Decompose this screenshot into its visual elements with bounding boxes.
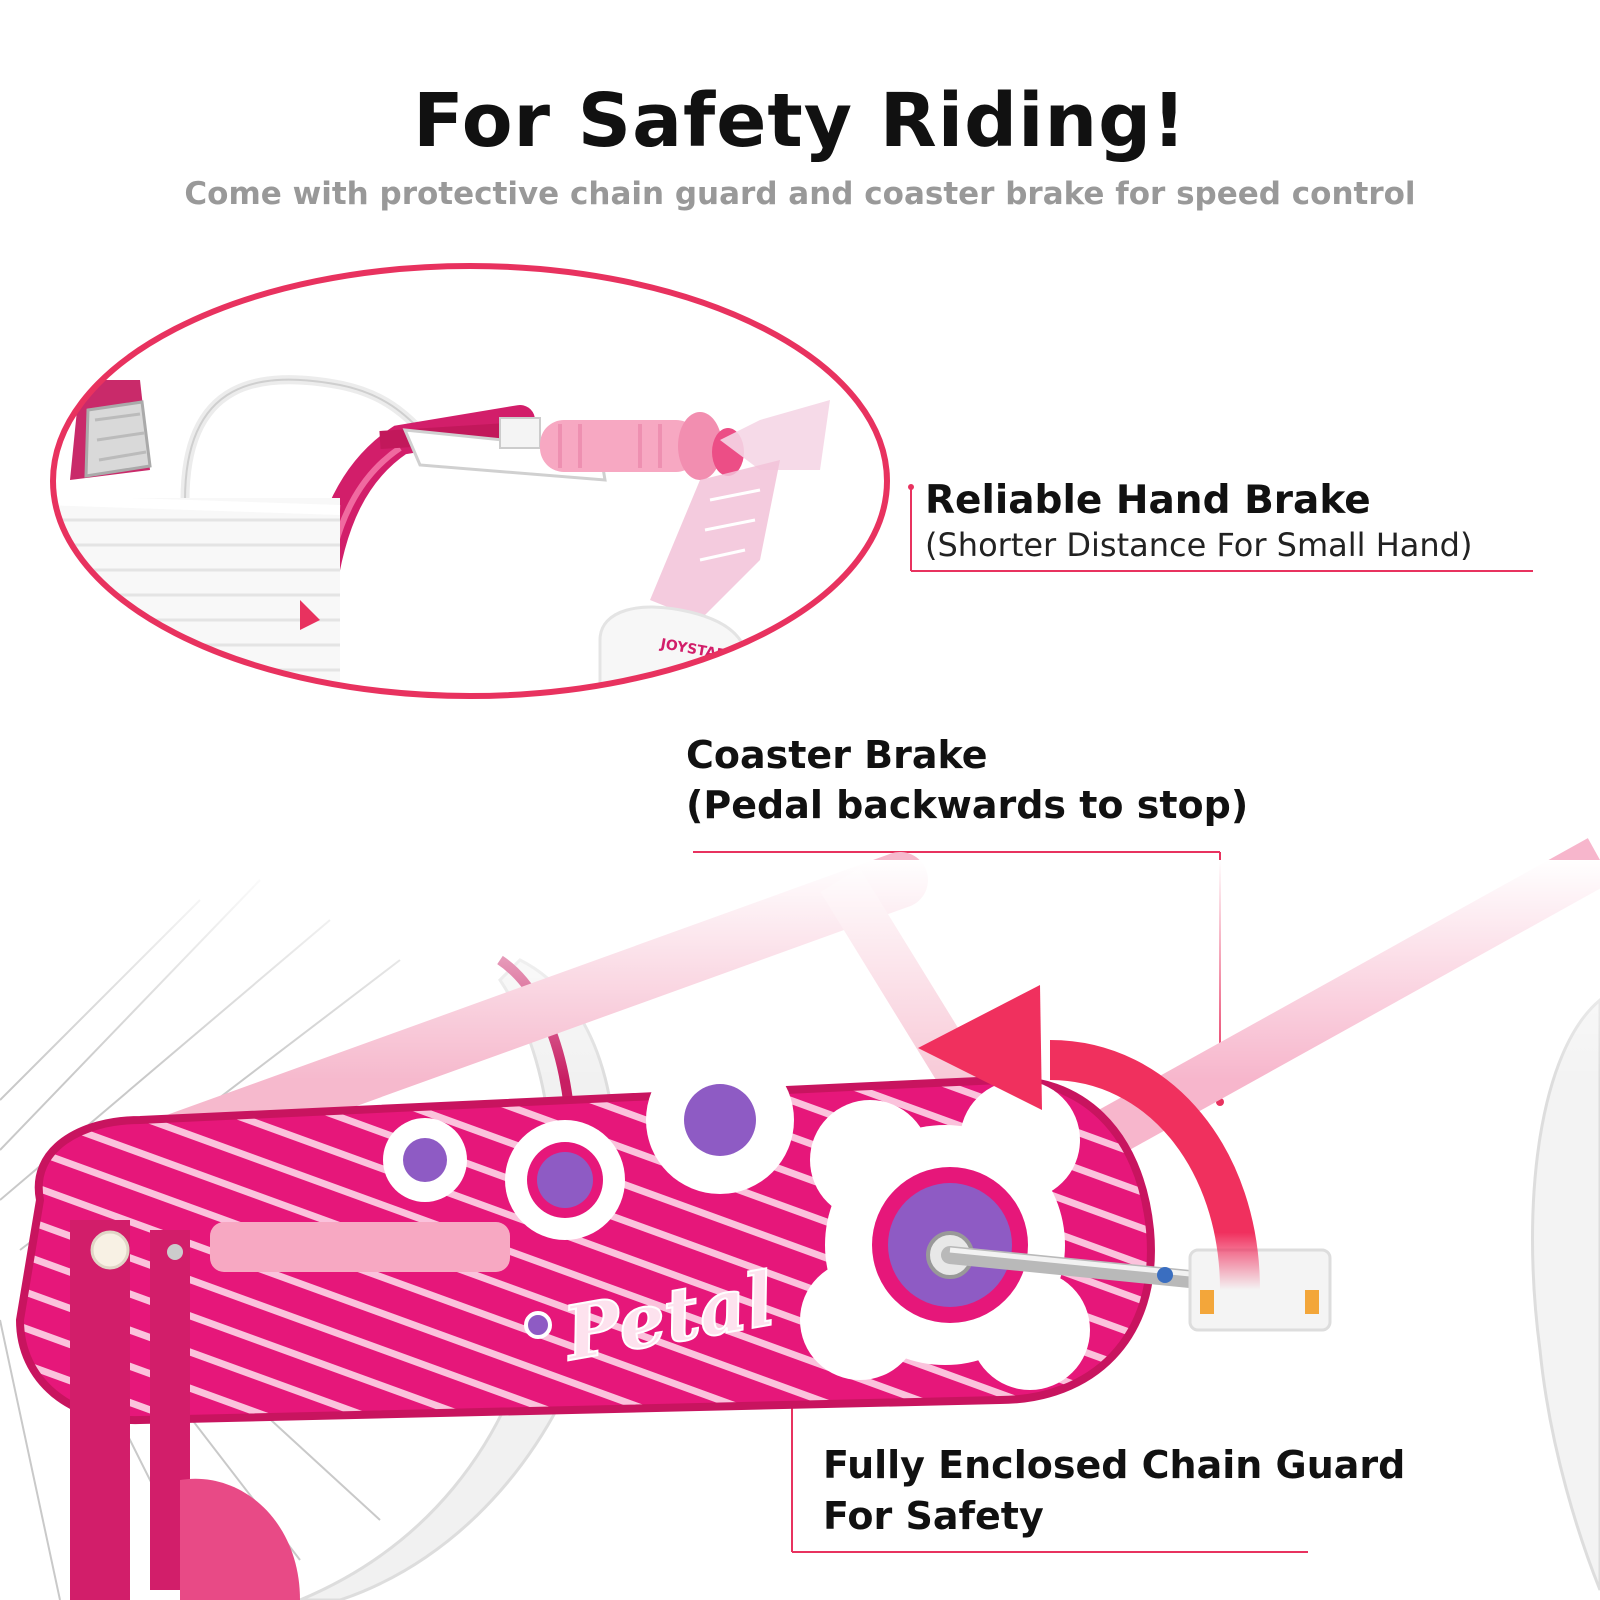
chain-guard-subtitle: For Safety bbox=[823, 1494, 1044, 1538]
coaster-brake-title: Coaster Brake bbox=[686, 733, 988, 777]
page-subtitle: Come with protective chain guard and coa… bbox=[184, 176, 1416, 212]
hand-brake-callout-line bbox=[908, 484, 1533, 572]
reflector-icon bbox=[70, 380, 152, 480]
hand-brake-title: Reliable Hand Brake bbox=[925, 478, 1371, 523]
handlebar-zoom-panel: JOYSTAR bbox=[50, 263, 890, 699]
basket bbox=[53, 495, 341, 696]
bike-closeup: Petal bbox=[0, 838, 1600, 1600]
coaster-brake-subtitle: (Pedal backwards to stop) bbox=[686, 783, 1249, 827]
backward-rotation-arrow-icon bbox=[918, 985, 1260, 1291]
handlebar-grip bbox=[540, 412, 744, 480]
chain-guard-callout-line bbox=[791, 1393, 1308, 1553]
chain-guard-title: Fully Enclosed Chain Guard bbox=[823, 1443, 1406, 1487]
hand-brake-subtitle: (Shorter Distance For Small Hand) bbox=[925, 526, 1473, 564]
page-title: For Safety Riding! bbox=[413, 78, 1187, 164]
